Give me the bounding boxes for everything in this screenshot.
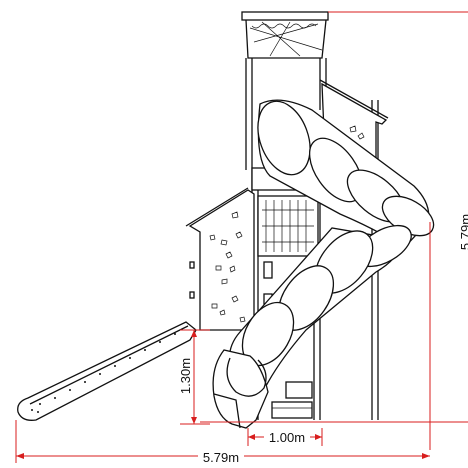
left-roof-panel bbox=[185, 187, 255, 331]
straight-slide bbox=[17, 321, 197, 421]
platform-height-label: 1.30m bbox=[178, 358, 193, 394]
base-steps bbox=[271, 381, 313, 419]
overall-width-label: 5.79m bbox=[203, 450, 239, 463]
tube-slide-lower bbox=[228, 224, 412, 387]
tower-width-dimension: 1.00m bbox=[247, 428, 323, 446]
height-dimension-label: 5.79m bbox=[458, 214, 468, 250]
platform-height-dimension: 1.30m bbox=[178, 329, 210, 425]
tower-roof bbox=[241, 11, 329, 59]
overall-width-dimension: 5.79m bbox=[15, 420, 430, 465]
tube-slide-exit bbox=[212, 349, 269, 429]
tower-width-label: 1.00m bbox=[269, 430, 305, 445]
height-dimension: 5.79m bbox=[320, 11, 468, 450]
